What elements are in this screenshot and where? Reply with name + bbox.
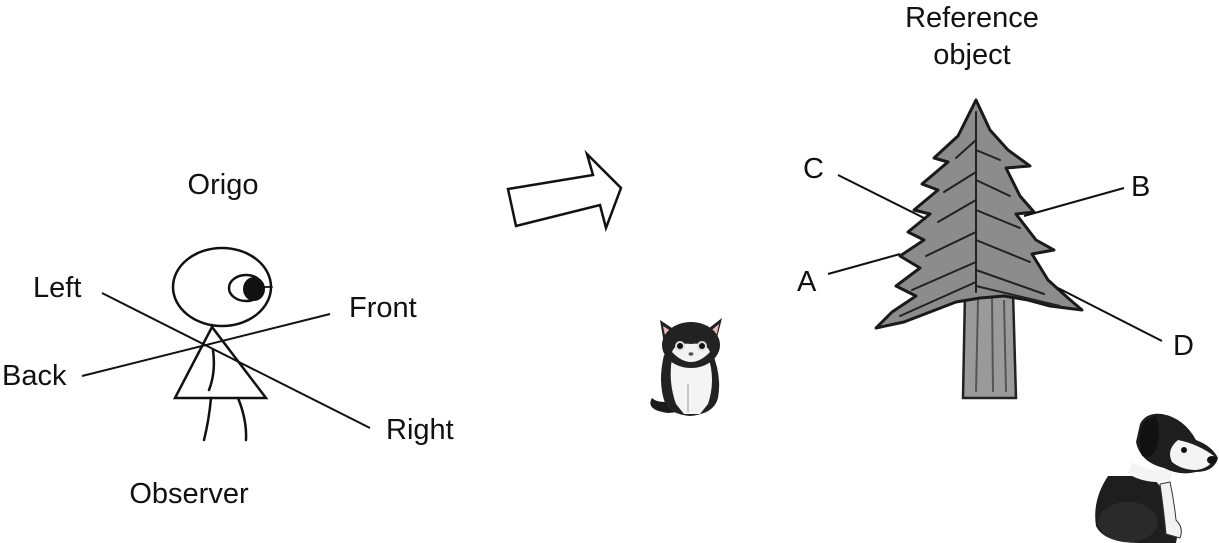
point-c-label: C bbox=[803, 153, 824, 185]
stick-figure-icon bbox=[171, 246, 273, 442]
left-axis-label: Left bbox=[33, 272, 82, 304]
point-d-label: D bbox=[1173, 330, 1194, 362]
origo-label: Origo bbox=[187, 169, 259, 201]
tree-icon bbox=[874, 98, 1084, 400]
dog-icon bbox=[1095, 413, 1218, 543]
back-front-axis bbox=[81, 313, 331, 377]
right-axis-label: Right bbox=[386, 414, 454, 446]
back-axis-label: Back bbox=[2, 360, 67, 392]
left-right-axis bbox=[101, 292, 371, 429]
reference-title-line1: Reference bbox=[905, 2, 1039, 34]
reference-axes bbox=[827, 174, 1163, 342]
observer-label: Observer bbox=[129, 478, 249, 510]
reference-title-line2: object bbox=[933, 39, 1011, 71]
reference-object-label: Reference object bbox=[905, 0, 1039, 74]
right-arrow-icon bbox=[506, 149, 623, 233]
point-a-label: A bbox=[797, 266, 817, 298]
c-d-axis-upper bbox=[837, 174, 927, 220]
cat-icon bbox=[650, 318, 722, 416]
front-axis-label: Front bbox=[349, 292, 417, 324]
a-b-axis-left bbox=[827, 253, 901, 275]
a-b-axis-right bbox=[1023, 187, 1125, 217]
point-b-label: B bbox=[1131, 171, 1151, 203]
c-d-axis-lower bbox=[1057, 287, 1163, 342]
observer-axes bbox=[81, 292, 371, 429]
